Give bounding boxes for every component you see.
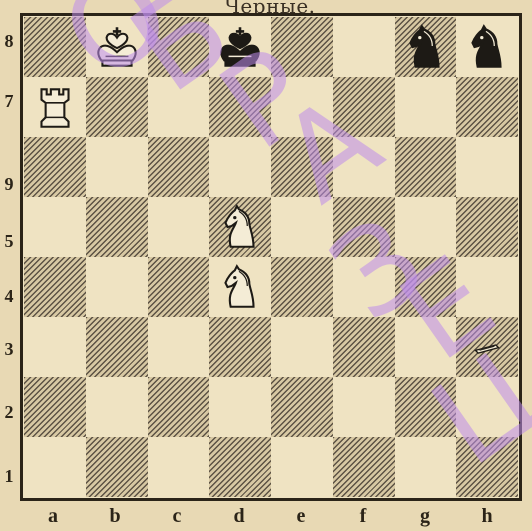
board-square-a1 bbox=[24, 437, 86, 497]
board-square-c5 bbox=[148, 197, 210, 257]
rank-label: 3 bbox=[0, 339, 18, 360]
board-square-e3 bbox=[271, 317, 333, 377]
board-square-b3 bbox=[86, 317, 148, 377]
board-square-d8 bbox=[209, 17, 271, 77]
file-label: c bbox=[146, 505, 208, 528]
board-square-a6 bbox=[24, 137, 86, 197]
board-square-b4 bbox=[86, 257, 148, 317]
board-square-h6 bbox=[456, 137, 518, 197]
board-square-b8 bbox=[86, 17, 148, 77]
file-label: f bbox=[332, 505, 394, 528]
board-square-h5 bbox=[456, 197, 518, 257]
chess-board bbox=[20, 13, 522, 501]
board-grid bbox=[24, 17, 518, 497]
white-king-icon[interactable] bbox=[86, 17, 148, 77]
board-square-f8 bbox=[333, 17, 395, 77]
board-square-f2 bbox=[333, 377, 395, 437]
board-square-d4 bbox=[209, 257, 271, 317]
black-knight-icon[interactable] bbox=[456, 17, 518, 77]
rank-label: 7 bbox=[0, 91, 18, 112]
rank-label: 1 bbox=[0, 466, 18, 487]
black-knight-icon[interactable] bbox=[395, 17, 457, 77]
board-square-d1 bbox=[209, 437, 271, 497]
board-square-e7 bbox=[271, 77, 333, 137]
board-square-g7 bbox=[395, 77, 457, 137]
board-square-d3 bbox=[209, 317, 271, 377]
board-square-e1 bbox=[271, 437, 333, 497]
board-square-h1 bbox=[456, 437, 518, 497]
rank-label: 8 bbox=[0, 31, 18, 52]
board-square-f4 bbox=[333, 257, 395, 317]
board-square-b5 bbox=[86, 197, 148, 257]
white-knight-icon[interactable] bbox=[209, 197, 271, 257]
board-square-a5 bbox=[24, 197, 86, 257]
board-square-d5 bbox=[209, 197, 271, 257]
file-label: e bbox=[270, 505, 332, 528]
board-square-d7 bbox=[209, 77, 271, 137]
board-square-c3 bbox=[148, 317, 210, 377]
board-square-g3 bbox=[395, 317, 457, 377]
rank-label: 9 bbox=[0, 174, 18, 195]
board-square-c6 bbox=[148, 137, 210, 197]
file-label: b bbox=[84, 505, 146, 528]
board-square-a2 bbox=[24, 377, 86, 437]
board-square-e4 bbox=[271, 257, 333, 317]
board-square-f3 bbox=[333, 317, 395, 377]
board-square-d2 bbox=[209, 377, 271, 437]
file-label: g bbox=[394, 505, 456, 528]
board-square-b1 bbox=[86, 437, 148, 497]
board-square-h4 bbox=[456, 257, 518, 317]
board-square-g1 bbox=[395, 437, 457, 497]
white-rook-icon[interactable] bbox=[24, 77, 86, 137]
board-square-e6 bbox=[271, 137, 333, 197]
file-labels: a b c d e f g h bbox=[20, 505, 522, 531]
file-label: d bbox=[208, 505, 270, 528]
board-square-g4 bbox=[395, 257, 457, 317]
board-square-e8 bbox=[271, 17, 333, 77]
board-square-c1 bbox=[148, 437, 210, 497]
board-square-h2 bbox=[456, 377, 518, 437]
board-square-a8 bbox=[24, 17, 86, 77]
board-square-c7 bbox=[148, 77, 210, 137]
board-square-c8 bbox=[148, 17, 210, 77]
rank-labels: 8 7 9 5 4 3 2 1 bbox=[0, 13, 18, 501]
board-square-d6 bbox=[209, 137, 271, 197]
board-square-b7 bbox=[86, 77, 148, 137]
board-square-c4 bbox=[148, 257, 210, 317]
black-king-icon[interactable] bbox=[209, 17, 271, 77]
board-square-c2 bbox=[148, 377, 210, 437]
board-square-g6 bbox=[395, 137, 457, 197]
board-square-a4 bbox=[24, 257, 86, 317]
rank-label: 5 bbox=[0, 231, 18, 252]
board-square-f5 bbox=[333, 197, 395, 257]
board-square-a3 bbox=[24, 317, 86, 377]
rank-label: 4 bbox=[0, 286, 18, 307]
board-square-g5 bbox=[395, 197, 457, 257]
board-square-h7 bbox=[456, 77, 518, 137]
board-square-g8 bbox=[395, 17, 457, 77]
board-square-h3 bbox=[456, 317, 518, 377]
board-square-b6 bbox=[86, 137, 148, 197]
file-label: h bbox=[456, 505, 518, 528]
board-square-f7 bbox=[333, 77, 395, 137]
board-square-e2 bbox=[271, 377, 333, 437]
board-square-e5 bbox=[271, 197, 333, 257]
board-square-f1 bbox=[333, 437, 395, 497]
board-square-f6 bbox=[333, 137, 395, 197]
board-square-h8 bbox=[456, 17, 518, 77]
file-label: a bbox=[22, 505, 84, 528]
rank-label: 2 bbox=[0, 402, 18, 423]
board-square-b2 bbox=[86, 377, 148, 437]
board-square-g2 bbox=[395, 377, 457, 437]
white-knight-icon[interactable] bbox=[209, 257, 271, 317]
board-square-a7 bbox=[24, 77, 86, 137]
white-bishop-icon[interactable] bbox=[456, 317, 518, 377]
